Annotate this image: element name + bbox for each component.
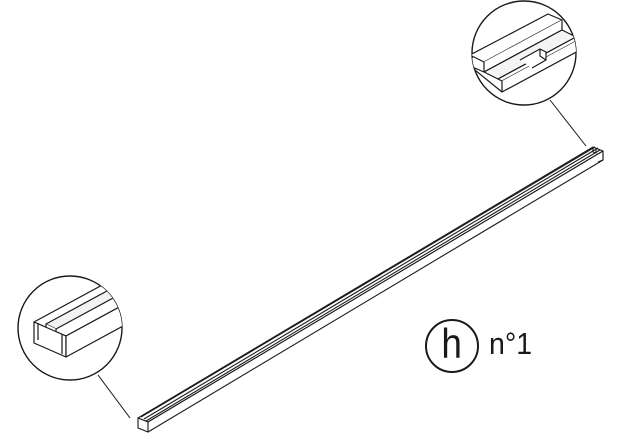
rail-profile [137,146,604,433]
rail-end-detail-icon [17,275,123,381]
channel-end-detail-icon [471,0,577,106]
part-quantity: n°1 [489,326,533,361]
leader-line-left [97,374,131,419]
part-letter: h [441,320,463,367]
part-letter-badge: h [425,319,479,373]
leader-line-right [549,99,587,147]
